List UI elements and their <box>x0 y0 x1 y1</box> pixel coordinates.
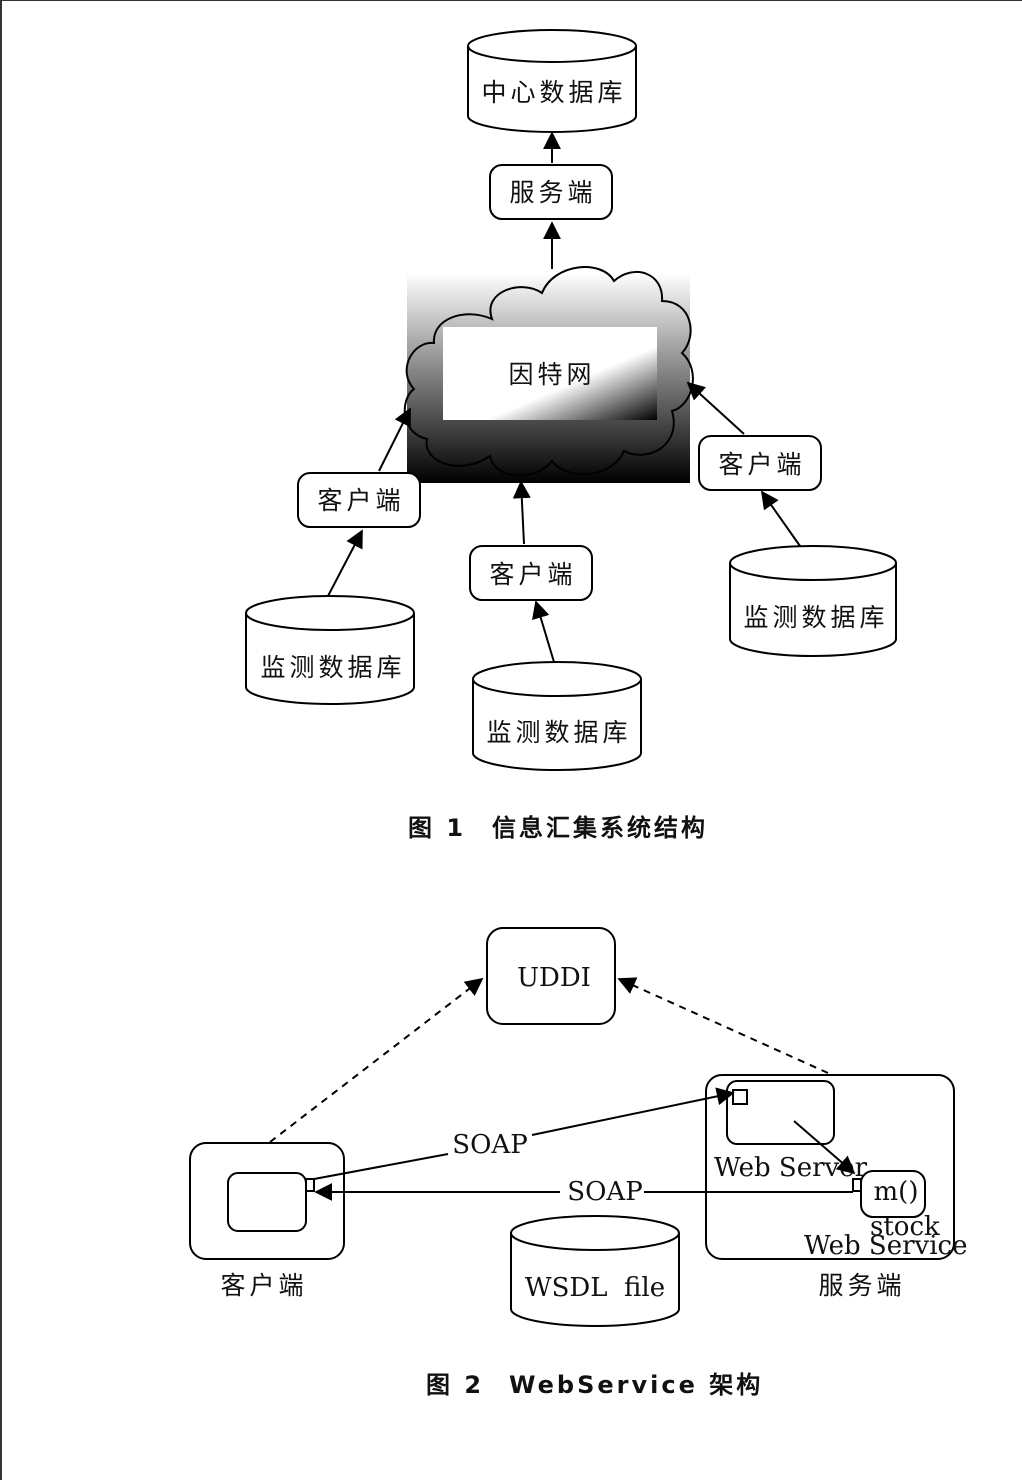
client-to-uddi-dashed-arrow <box>269 977 484 1143</box>
internet-cloud: 因特网 <box>403 266 694 483</box>
client-middle-label: 客户端 <box>489 560 576 589</box>
server-label: 服务端 <box>818 1271 905 1300</box>
wsdl-file-db: WSDL file <box>510 1215 680 1327</box>
central-database: 中心数据库 <box>467 29 637 133</box>
server-container: Web Server m() stock Web Service 服务端 <box>705 1074 967 1300</box>
web-server-port <box>732 1089 748 1105</box>
db-middle-to-client-arrow <box>532 600 555 663</box>
client-port <box>305 1178 315 1192</box>
web-service-label: Web Service <box>804 1231 967 1261</box>
figure1-caption-title: 信息汇集系统结构 <box>492 814 708 842</box>
client-left-label: 客户端 <box>317 486 404 515</box>
monitor-db-left: 监测数据库 <box>245 595 415 705</box>
method-port <box>852 1178 862 1192</box>
uddi-label: UDDI <box>517 963 591 993</box>
monitor-db-right: 监测数据库 <box>729 545 897 657</box>
stock-label: stock <box>870 1212 940 1242</box>
client-node-right: 客户端 <box>698 435 822 491</box>
internet-label: 因特网 <box>508 360 595 389</box>
figure2-webservice-architecture: UDDI 客户端 Web Server m() stock Web Servic… <box>189 927 967 1399</box>
client-node-middle: 客户端 <box>469 545 593 601</box>
figure1-system-structure: 中心数据库 服务端 因特网 客户端 客户端 <box>245 29 897 842</box>
client-middle-to-internet-arrow <box>512 480 531 545</box>
figure2-caption-number: 图 2 <box>426 1371 484 1399</box>
figure1-caption-number: 图 1 <box>408 814 466 842</box>
figure2-caption-title: WebService 架构 <box>509 1371 763 1399</box>
soap-request-line-a <box>313 1153 449 1180</box>
client-left-to-internet-arrow <box>378 407 411 472</box>
server-node: 服务端 <box>489 164 613 220</box>
webserver-to-method-arrow <box>793 1120 856 1175</box>
db-left-to-client-arrow <box>327 529 363 597</box>
method-box <box>860 1170 926 1218</box>
method-label: m() <box>874 1177 919 1207</box>
uddi-node: UDDI <box>486 927 616 1025</box>
db-right-to-client-arrow <box>760 490 801 547</box>
web-server-label: Web Server <box>714 1153 868 1183</box>
client-right-to-internet-arrow <box>686 381 745 435</box>
client-right-label: 客户端 <box>718 450 805 479</box>
server-label: 服务端 <box>509 178 596 207</box>
monitor-db-middle: 监测数据库 <box>472 661 642 771</box>
web-server-box <box>726 1080 835 1145</box>
client-node-left: 客户端 <box>297 472 421 528</box>
monitor-db-middle-label: 监测数据库 <box>486 718 631 747</box>
soap-request-label: SOAP <box>452 1130 527 1160</box>
wsdl-file-label: WSDL file <box>525 1273 665 1303</box>
soap-request-line-b <box>531 1087 735 1136</box>
monitor-db-left-label: 监测数据库 <box>260 653 405 682</box>
central-database-label: 中心数据库 <box>481 78 626 107</box>
client-container: 客户端 <box>189 1142 345 1300</box>
soap-response-label: SOAP <box>567 1177 642 1207</box>
monitor-db-right-label: 监测数据库 <box>743 603 888 632</box>
server-to-uddi-dashed-arrow <box>617 977 829 1074</box>
client-label: 客户端 <box>220 1271 307 1300</box>
client-app-box <box>227 1172 307 1232</box>
